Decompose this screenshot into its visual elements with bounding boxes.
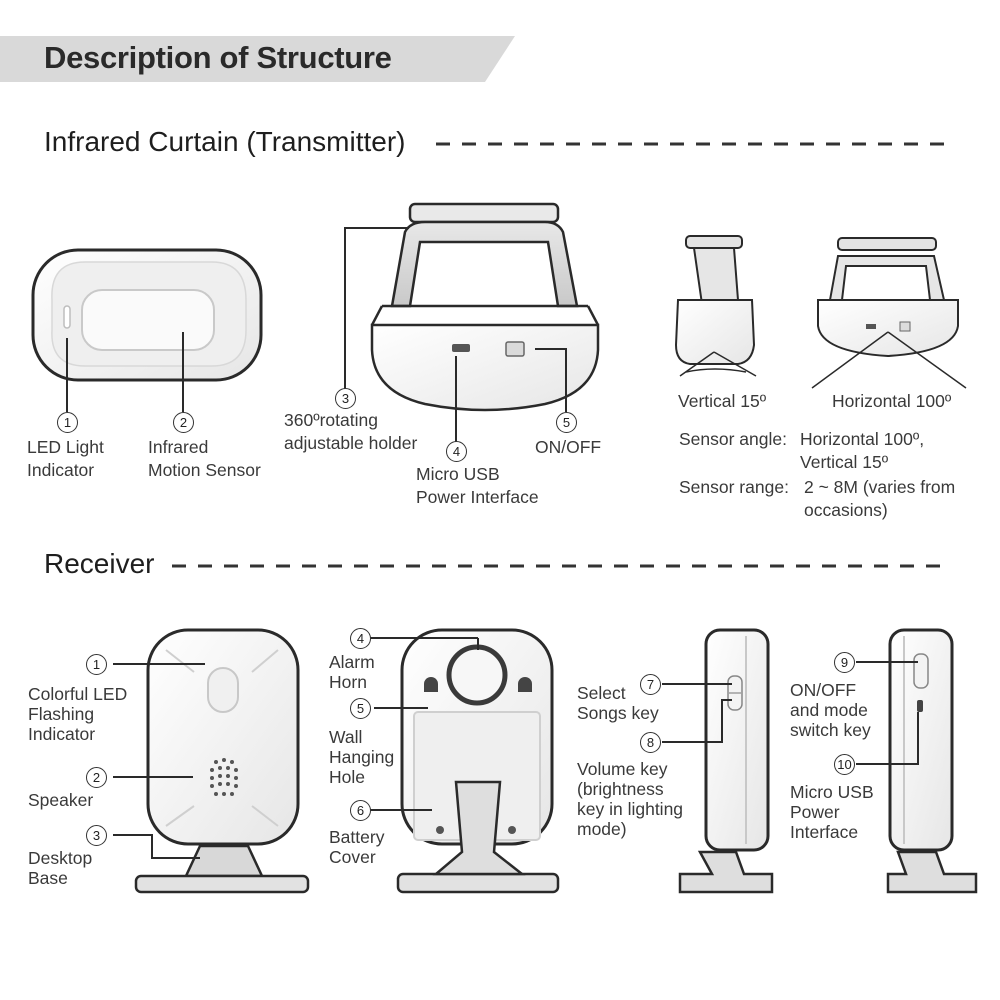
receiver-callout-3: 3: [86, 825, 107, 846]
transmitter-section-title: Infrared Curtain (Transmitter): [44, 126, 406, 157]
vertical-angle-label: Vertical 15º: [678, 391, 767, 411]
colorful-led-label: Colorful LED Flashing Indicator: [28, 684, 128, 744]
rotating-holder-label: 360ºrotating adjustable holder: [284, 410, 418, 453]
transmitter-side-view: [674, 235, 757, 377]
transmitter-rear: [344, 202, 600, 442]
receiver-callout-8: 8: [640, 732, 661, 753]
sensor-angle-value-1: Horizontal 100º,: [800, 429, 925, 449]
receiver-callout-6: 6: [350, 800, 371, 821]
speaker-label: Speaker: [28, 790, 94, 810]
callout-2-infrared-sensor: 2: [173, 412, 194, 433]
micro-usb-label: Micro USB Power Interface: [416, 464, 539, 507]
receiver-callout-9: 9: [834, 652, 855, 673]
volume-key-label: Volume key (brightness key in lighting m…: [577, 759, 684, 839]
on-off-mode-switch-label: ON/OFF and mode switch key: [790, 680, 871, 740]
receiver-callout-4: 4: [350, 628, 371, 649]
sensor-range-label: Sensor range:: [679, 477, 789, 497]
transmitter-front: [31, 248, 263, 412]
page-title: Description of Structure: [44, 40, 392, 75]
wall-hanging-hole-label: Wall Hanging Hole: [329, 727, 395, 787]
receiver-callout-1: 1: [86, 654, 107, 675]
on-off-label: ON/OFF: [535, 437, 602, 457]
callout-1-led-indicator: 1: [57, 412, 78, 433]
callout-3-rotating-holder: 3: [335, 388, 356, 409]
sensor-range-value-2: occasions): [804, 500, 888, 520]
led-light-indicator-label: LED Light Indicator: [27, 437, 104, 480]
receiver-callout-2: 2: [86, 767, 107, 788]
header-banner: [0, 36, 515, 82]
sensor-angle-value-2: Vertical 15º: [800, 452, 889, 472]
callout-5-on-off: 5: [556, 412, 577, 433]
receiver-callout-7: 7: [640, 674, 661, 695]
horizontal-angle-label: Horizontal 100º: [832, 391, 952, 411]
callout-4-micro-usb: 4: [446, 441, 467, 462]
alarm-horn-label: Alarm Horn: [329, 652, 375, 692]
sensor-range-value-1: 2 ~ 8M (varies from: [804, 477, 956, 497]
receiver-side-right: [856, 628, 978, 894]
receiver-callout-10: 10: [834, 754, 855, 775]
desktop-base-label: Desktop Base: [28, 848, 93, 888]
receiver-side-left: [662, 628, 774, 894]
receiver-back: [370, 628, 560, 894]
infrared-motion-sensor-label: Infrared Motion Sensor: [148, 437, 261, 480]
receiver-front: [113, 628, 310, 894]
sensor-angle-label: Sensor angle:: [679, 429, 787, 449]
receiver-callout-5: 5: [350, 698, 371, 719]
receiver-section-title: Receiver: [44, 548, 155, 579]
micro-usb-power-interface-label: Micro USB Power Interface: [790, 782, 874, 842]
transmitter-top-view: [811, 237, 967, 389]
battery-cover-label: Battery Cover: [329, 827, 385, 867]
select-songs-key-label: Select Songs key: [577, 683, 659, 723]
